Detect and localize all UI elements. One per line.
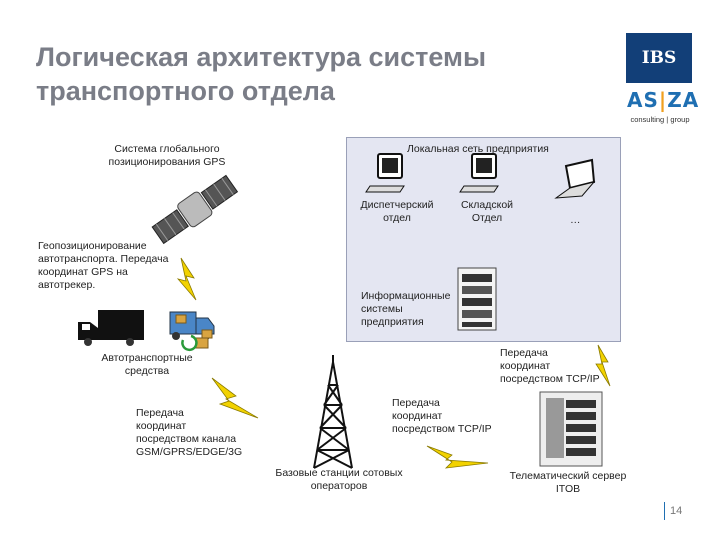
gsm-transfer-label: Передача координат посредством канала GS… <box>136 407 276 459</box>
info-systems-label: Информационные системы предприятия <box>361 290 461 329</box>
label-line: предприятия <box>361 316 424 328</box>
label-line: GSM/GPRS/EDGE/3G <box>136 446 243 458</box>
label-line: Информационные <box>361 290 451 302</box>
server-rack-icon <box>457 267 497 331</box>
label-line: Телематический сервер <box>509 470 627 482</box>
label-line: посредством TCP/IP <box>392 423 492 435</box>
label-line: координат GPS на <box>38 266 128 278</box>
tcp-transfer-label-2: Передача координат посредством TCP/IP <box>500 347 620 386</box>
slide-title: Логическая архитектура системы транспорт… <box>36 40 596 108</box>
lightning-icon <box>426 445 489 469</box>
label-line: ITOB <box>555 483 581 495</box>
tcp-transfer-label-1: Передача координат посредством TCP/IP <box>392 397 522 436</box>
label-line: автотранспорта. Передача <box>38 253 169 265</box>
label-line: координат <box>392 410 443 422</box>
ibs-logo: IBS <box>626 33 692 83</box>
label-line: Отдел <box>471 212 503 224</box>
asza-logo-left: AS <box>627 88 659 112</box>
satellite-icon <box>151 174 239 245</box>
label-line: отдел <box>383 212 411 224</box>
asza-logo-right: ZA <box>667 88 700 112</box>
asza-logo-separator: | <box>658 88 668 112</box>
lightning-icon <box>176 257 197 301</box>
title-line-1: Логическая архитектура системы <box>36 42 487 72</box>
cell-tower-icon <box>313 355 353 469</box>
lan-title: Локальная сеть предприятия <box>407 143 549 155</box>
label-line: посредством канала <box>136 433 237 445</box>
asza-logo: AS|ZA <box>627 88 698 112</box>
vehicles-label: Автотранспортные средства <box>82 352 212 378</box>
label-line: Передача <box>500 347 548 359</box>
gps-system-label: Система глобального позиционирования GPS <box>92 143 242 169</box>
label-line: посредством TCP/IP <box>500 373 600 385</box>
page-number: 14 <box>670 505 683 517</box>
label-line: Геопозиционирование <box>38 240 147 252</box>
base-stations-label: Базовые станции сотовых операторов <box>264 467 414 493</box>
label-line: Базовые станции сотовых <box>275 467 403 479</box>
warehouse-computer-icon <box>459 153 499 193</box>
truck-icon <box>78 310 144 346</box>
label-line: координат <box>500 360 551 372</box>
dispatcher-label: Диспетчерский отдел <box>354 199 440 225</box>
label-line: Передача <box>136 407 184 419</box>
title-line-2: транспортного отдела <box>36 76 335 106</box>
delivery-van-icon <box>169 311 215 351</box>
label-line: Складской <box>460 199 514 211</box>
label-line: позиционирования GPS <box>108 156 226 168</box>
label-line: Автотранспортные <box>101 352 193 364</box>
label-line: Система глобального <box>114 143 220 155</box>
warehouse-label: Складской Отдел <box>450 199 524 225</box>
label-line: Передача <box>392 397 440 409</box>
laptop-icon <box>554 158 596 199</box>
lightning-icon <box>211 377 259 419</box>
asza-logo-subtitle: consulting | group <box>630 115 690 124</box>
page-number-divider <box>664 502 665 520</box>
dispatcher-computer-icon <box>365 153 405 193</box>
telematics-server-icon <box>539 391 603 467</box>
label-line: автотрекер. <box>38 279 96 291</box>
geopositioning-label: Геопозиционирование автотранспорта. Пере… <box>38 240 188 292</box>
telematics-server-label: Телематический сервер ITOB <box>498 470 638 496</box>
lightning-icon <box>595 344 611 387</box>
label-line: средства <box>124 365 170 377</box>
more-label: … <box>570 214 581 226</box>
label-line: Диспетчерский <box>360 199 434 211</box>
label-line: системы <box>361 303 403 315</box>
label-line: координат <box>136 420 187 432</box>
label-line: операторов <box>310 480 368 492</box>
